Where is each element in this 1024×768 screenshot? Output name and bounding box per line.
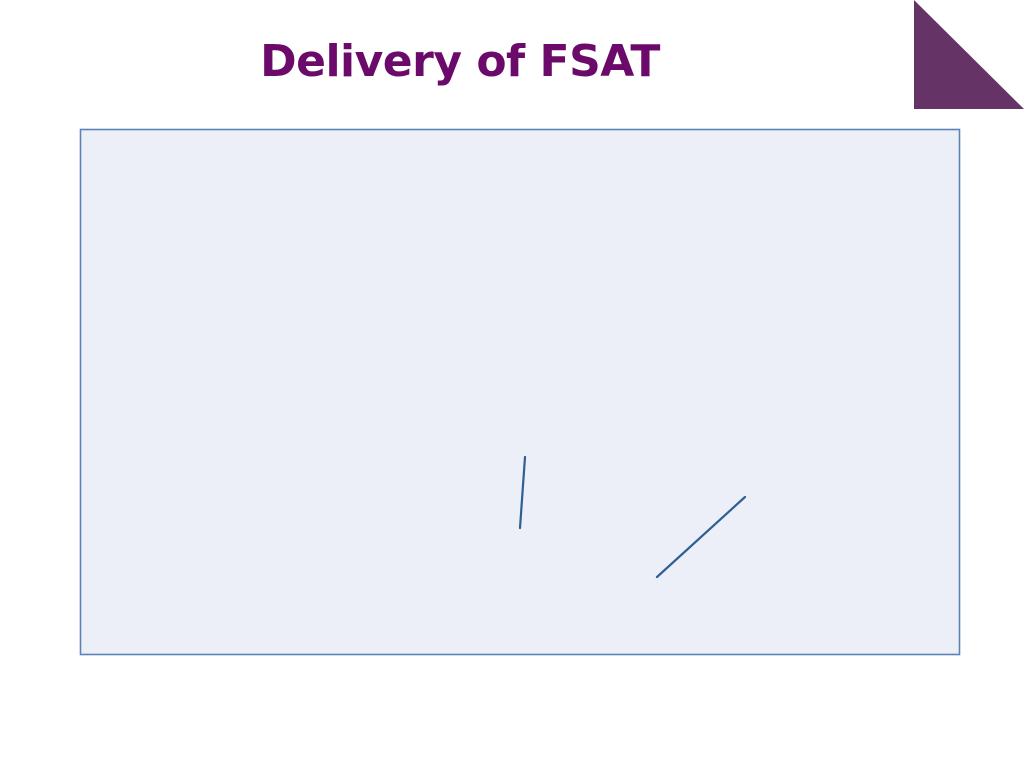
- page-corner-triangle-icon: [914, 0, 1024, 109]
- connector-line-vertical: [518, 455, 527, 530]
- diagram-panel: [79, 128, 961, 656]
- slide-title: Delivery of FSAT: [260, 36, 660, 87]
- connector-line-diagonal: [655, 495, 747, 579]
